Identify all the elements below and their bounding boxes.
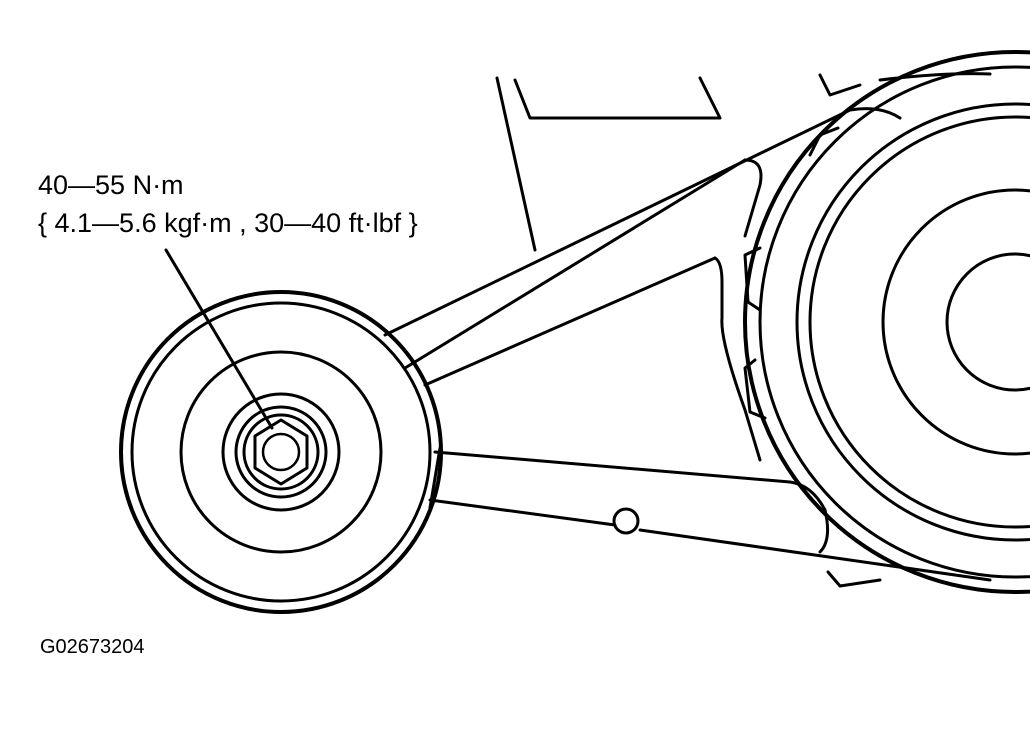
leader-line <box>164 248 274 430</box>
hex-nut-icon <box>253 418 309 486</box>
figure-id-label: G02673204 <box>40 636 145 658</box>
idler-pulley <box>119 290 443 614</box>
bracket-housing <box>495 72 992 252</box>
torque-spec-alt-units: { 4.1—5.6 kgf·m , 30—40 ft·lbf } <box>38 208 418 238</box>
torque-spec-nm: 40—55 N·m <box>38 170 184 200</box>
pivot-bolt-small <box>612 507 640 535</box>
lower-tensioner-arm <box>428 446 992 582</box>
large-pulley <box>743 50 1030 594</box>
upper-tensioner-arm <box>383 107 902 462</box>
